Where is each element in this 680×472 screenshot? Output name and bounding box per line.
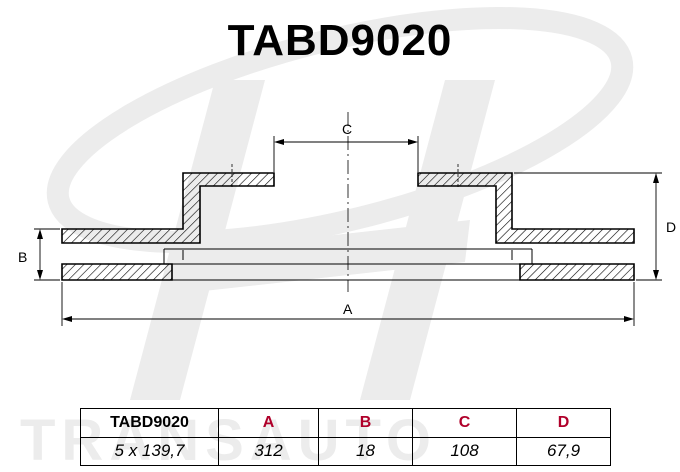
dimension-b-label: B	[18, 249, 27, 265]
table-header-row: TABD9020 A B C D	[80, 408, 611, 438]
header-d: D	[516, 408, 611, 438]
value-bolt-pattern: 5 x 139,7	[80, 436, 219, 466]
header-b: B	[318, 408, 413, 438]
value-b: 18	[318, 436, 413, 466]
value-d: 67,9	[516, 436, 611, 466]
dimensions-table: TABD9020 A B C D 5 x 139,7 312 18 108 67…	[80, 408, 611, 466]
dimension-c-label: C	[342, 121, 352, 137]
dimension-a-label: A	[343, 301, 353, 317]
table-values-row: 5 x 139,7 312 18 108 67,9	[80, 436, 611, 466]
part-number-title: TABD9020	[227, 16, 453, 65]
value-a: 312	[218, 436, 319, 466]
disc-upper-profile-left	[61, 172, 275, 244]
value-c: 108	[412, 436, 517, 466]
disc-lower-ring-right	[519, 263, 635, 281]
dimension-d-label: D	[666, 219, 676, 235]
disc-lower-ring-left	[61, 263, 173, 281]
header-a: A	[218, 408, 319, 438]
disc-upper-profile-right	[417, 172, 635, 244]
header-c: C	[412, 408, 517, 438]
header-part-number: TABD9020	[80, 408, 219, 438]
